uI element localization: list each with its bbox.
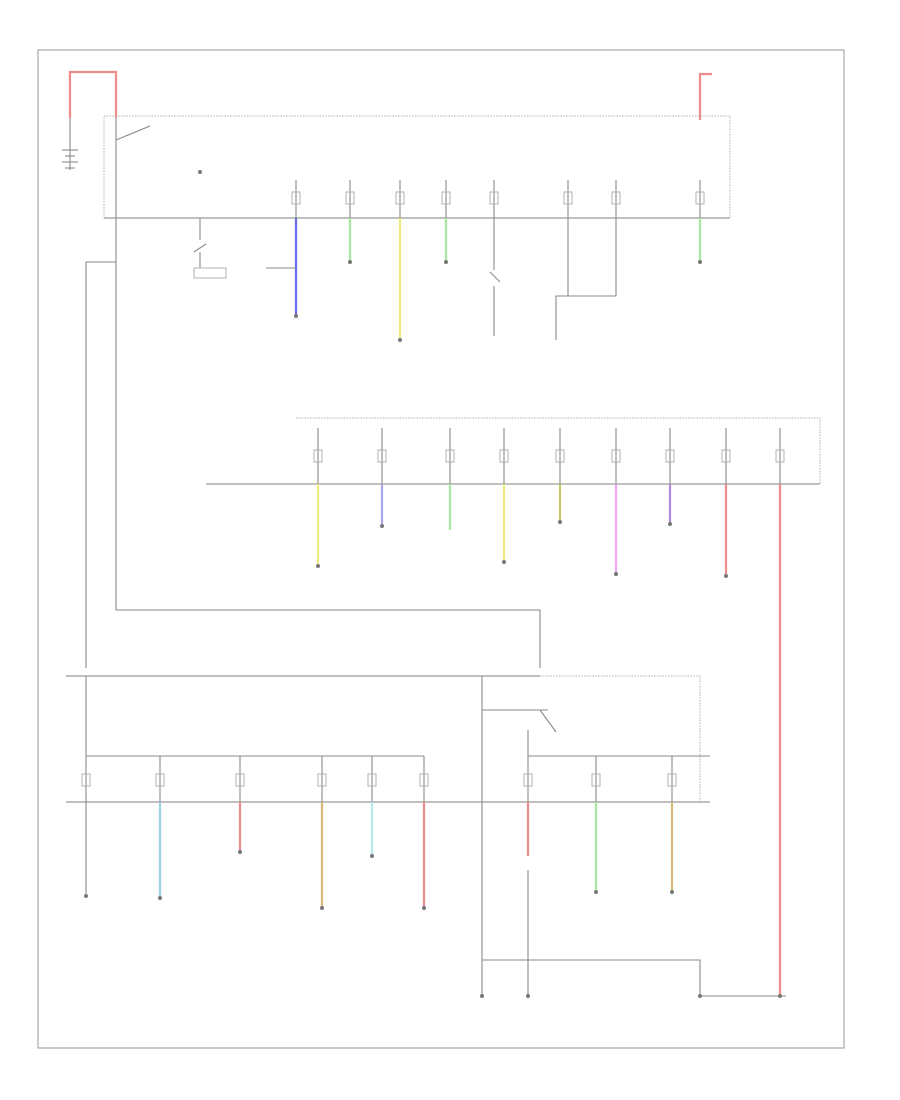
left-feed-line-2 bbox=[115, 262, 541, 668]
top-right-feed-wire bbox=[698, 72, 712, 120]
middle-fuses bbox=[313, 428, 785, 484]
lower-relay-box bbox=[66, 675, 701, 803]
ground-line-bottom bbox=[482, 959, 786, 997]
diagram-frame bbox=[37, 49, 845, 1049]
middle-fuse-box bbox=[206, 417, 821, 485]
starter-relay bbox=[193, 218, 227, 279]
battery-symbol bbox=[62, 118, 78, 170]
battery-positive-wire bbox=[68, 70, 118, 118]
lower-fuses bbox=[81, 756, 677, 802]
left-feed-line bbox=[85, 218, 117, 668]
top-fuse-box bbox=[103, 115, 731, 219]
top-fuses bbox=[291, 180, 705, 218]
